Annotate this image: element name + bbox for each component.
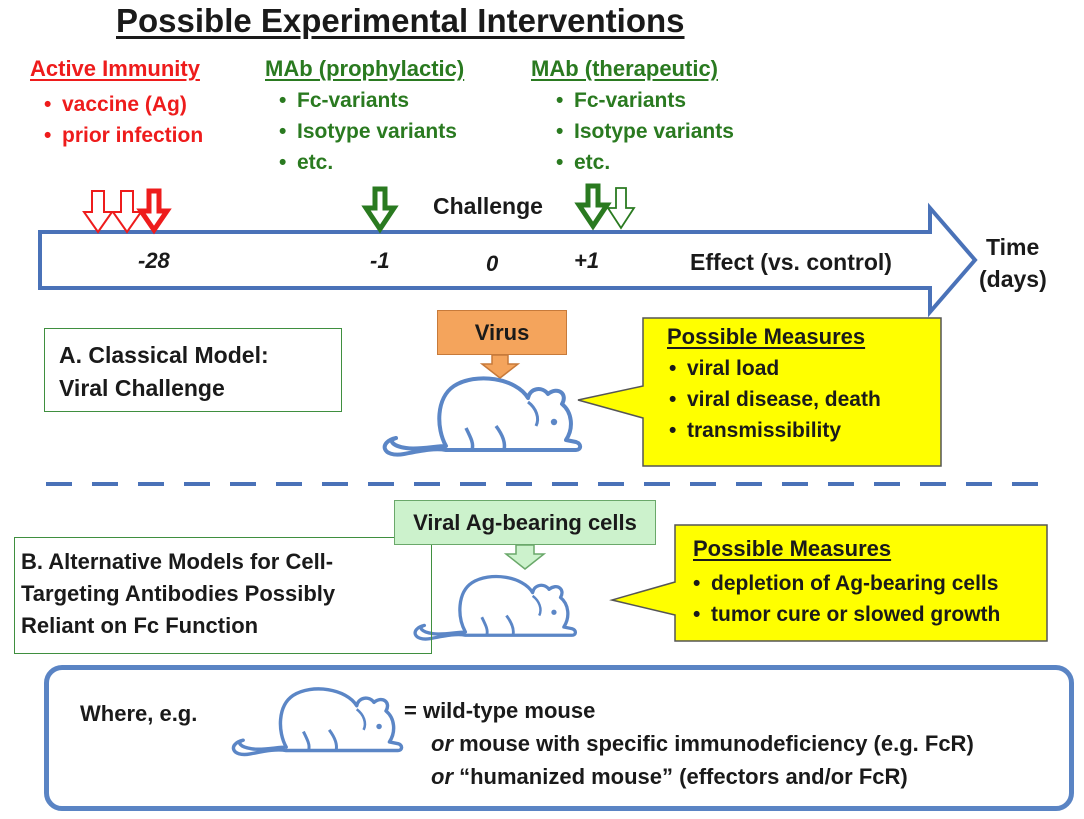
tick-label: -28 [138, 248, 170, 273]
list-item: vaccine (Ag) [44, 89, 203, 120]
or-prefix: or [431, 731, 453, 756]
model-b-box: B. Alternative Models for Cell- Targetin… [14, 537, 432, 654]
legend-where: Where, e.g. [80, 701, 198, 726]
mouse-icon [382, 376, 583, 457]
down-arrow-icon [82, 190, 114, 234]
effect-label: Effect (vs. control) [690, 249, 892, 275]
or-prefix: or [431, 764, 453, 789]
axis-label-time: Time [986, 234, 1040, 260]
legend-box [44, 665, 1074, 811]
measures-b-title: Possible Measures [693, 536, 892, 561]
list-item: tumor cure or slowed growth [693, 599, 1000, 630]
measures-a-title: Possible Measures [667, 324, 866, 349]
active-immunity-list: vaccine (Ag) prior infection [44, 89, 203, 151]
active-immunity-heading: Active Immunity [30, 56, 200, 81]
down-arrow-icon [361, 186, 399, 234]
mouse-icon [413, 574, 578, 641]
or-text: mouse with specific immunodeficiency (e.… [453, 731, 974, 756]
mab-therapeutic-list: Fc-variants Isotype variants etc. [556, 85, 734, 178]
challenge-label: Challenge [433, 193, 543, 219]
down-arrow-icon [606, 187, 636, 230]
mab-prophylactic-list: Fc-variants Isotype variants etc. [279, 85, 457, 178]
down-arrow-icon [574, 183, 612, 231]
list-item: etc. [556, 147, 734, 178]
page-title: Possible Experimental Interventions [116, 2, 685, 39]
list-item: depletion of Ag-bearing cells [693, 568, 1000, 599]
legend-or-immunodeficiency: or mouse with specific immunodeficiency … [431, 727, 974, 760]
list-item: prior infection [44, 120, 203, 151]
down-arrow-icon [479, 354, 521, 379]
legend-or-humanized: or “humanized mouse” (effectors and/or F… [431, 760, 908, 793]
down-arrow-icon [111, 190, 143, 234]
model-a-box: A. Classical Model: Viral Challenge [44, 328, 342, 412]
list-item: Isotype variants [279, 116, 457, 147]
list-item: Isotype variants [556, 116, 734, 147]
model-a-label-line1: A. Classical Model: [59, 342, 269, 368]
down-arrow-icon [503, 544, 547, 570]
list-item: Fc-variants [556, 85, 734, 116]
tick-label: -1 [370, 248, 390, 273]
ag-cells-box: Viral Ag-bearing cells [394, 500, 656, 545]
tick-label: +1 [574, 248, 600, 273]
measures-a-list: viral load viral disease, death transmis… [669, 353, 881, 446]
axis-label-days: (days) [979, 266, 1047, 292]
list-item: viral load [669, 353, 881, 384]
model-b-label-line3: Reliant on Fc Function [21, 613, 259, 638]
list-item: Fc-variants [279, 85, 457, 116]
list-item: etc. [279, 147, 457, 178]
list-item: transmissibility [669, 415, 881, 446]
mab-therapeutic-heading: MAb (therapeutic) [531, 56, 718, 81]
timeline-arrow [38, 202, 978, 318]
tick-label: 0 [486, 251, 499, 276]
model-b-label-line1: B. Alternative Models for Cell- [21, 549, 334, 574]
model-a-label-line2: Viral Challenge [59, 375, 225, 401]
legend-wild-type: = wild-type mouse [404, 698, 596, 723]
model-b-label-line2: Targeting Antibodies Possibly [21, 581, 336, 606]
down-arrow-icon [136, 188, 172, 235]
virus-box: Virus [437, 310, 567, 355]
or-text: “humanized mouse” (effectors and/or FcR) [453, 764, 908, 789]
mab-prophylactic-heading: MAb (prophylactic) [265, 56, 465, 81]
list-item: viral disease, death [669, 384, 881, 415]
measures-b-list: depletion of Ag-bearing cells tumor cure… [693, 568, 1000, 630]
